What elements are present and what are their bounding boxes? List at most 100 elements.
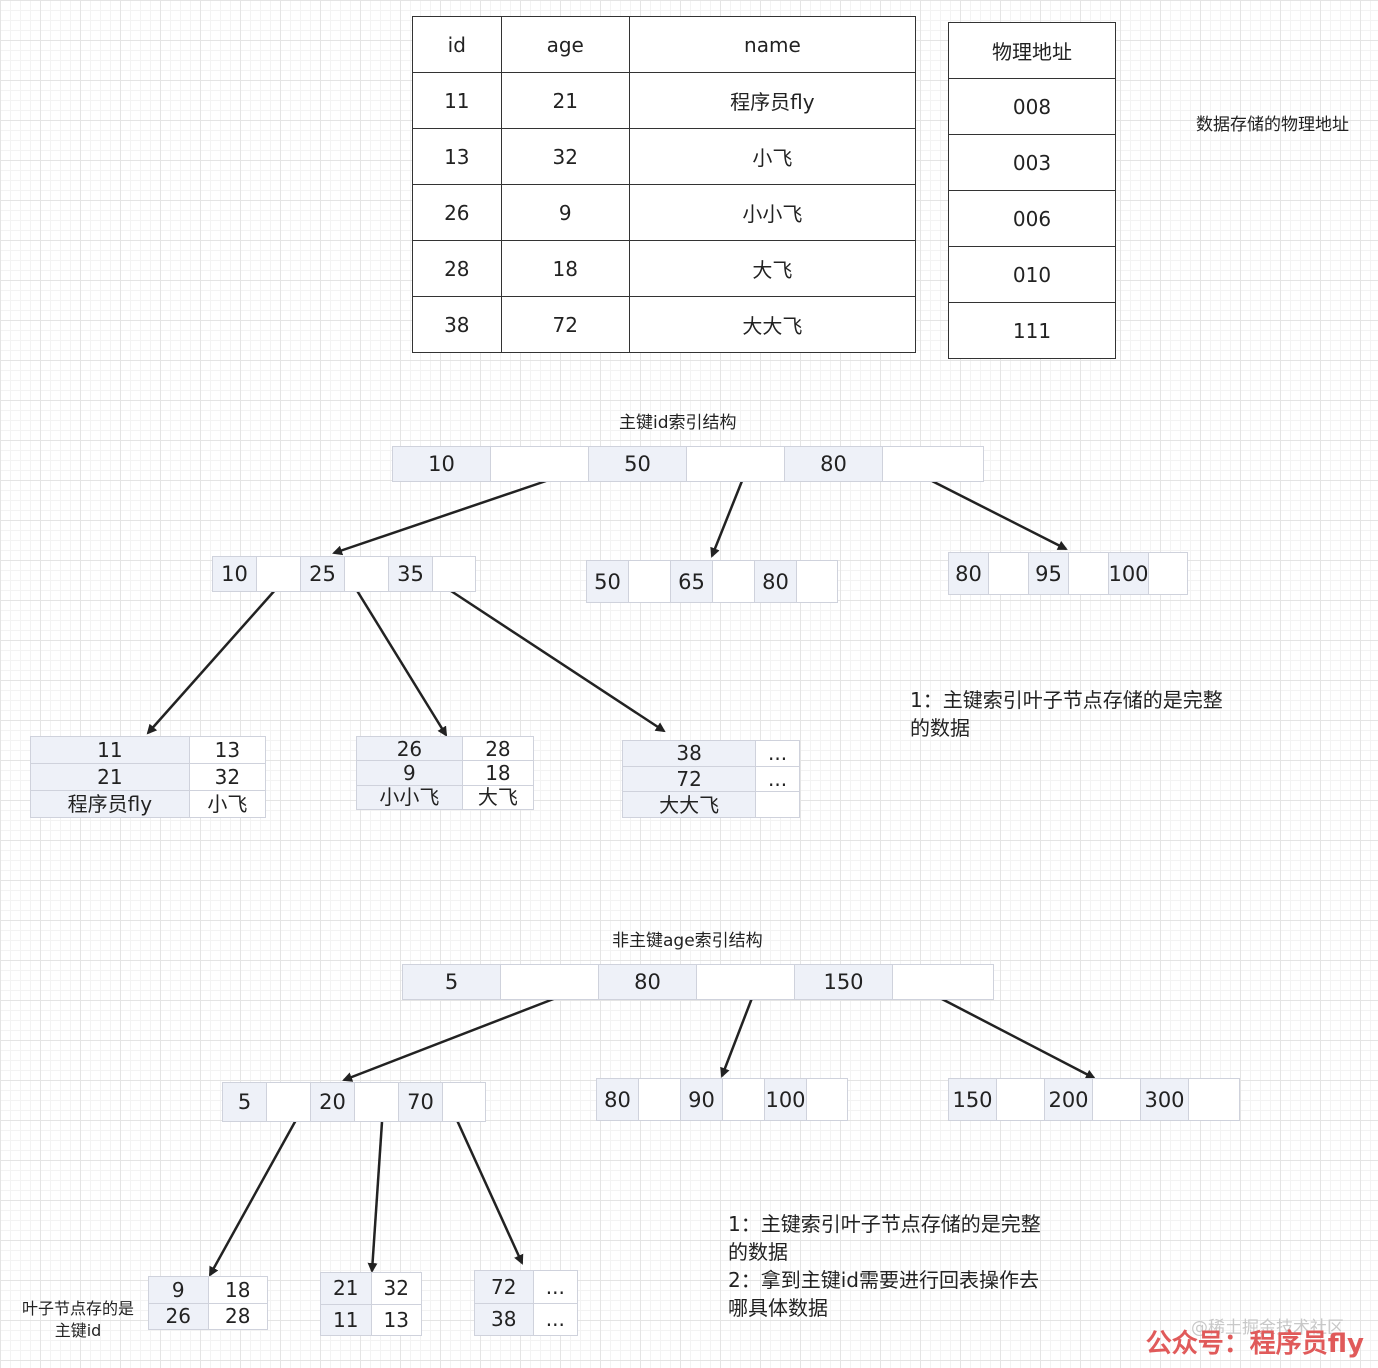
leaf-cell: 28 <box>207 1302 268 1330</box>
leaf-cell: ... <box>755 765 800 793</box>
leaf-cell: 11 <box>320 1303 372 1336</box>
key-cell: 70 <box>399 1083 443 1121</box>
key-cell: 80 <box>949 553 989 594</box>
secondary-root-node: 5 80 150 <box>402 964 994 1000</box>
header-age: age <box>500 16 630 73</box>
leaf-cell: 26 <box>148 1302 209 1330</box>
leaf-cell: 21 <box>30 763 190 791</box>
arrow <box>354 588 448 737</box>
arrow <box>939 996 1096 1080</box>
secondary-leaf-node: 72... 38... <box>474 1270 579 1336</box>
pointer-cell <box>697 965 795 999</box>
cell: 28 <box>412 240 502 297</box>
pointer-cell <box>639 1079 681 1120</box>
cell: 13 <box>412 128 502 185</box>
cell: 18 <box>500 240 630 297</box>
leaf-cell: 小飞 <box>188 790 267 818</box>
key-cell: 80 <box>599 965 697 999</box>
cell: 大飞 <box>628 240 917 297</box>
leaf-cell: 38 <box>621 740 757 767</box>
leaf-cell: 程序员fly <box>30 790 190 818</box>
arrow <box>332 479 547 556</box>
cell: 大大飞 <box>628 296 917 353</box>
cell: 小小飞 <box>628 184 917 241</box>
key-cell: 5 <box>403 965 501 999</box>
pointer-cell <box>797 561 837 602</box>
leaf-cell: ... <box>532 1270 579 1304</box>
leaf-cell: 72 <box>474 1270 534 1304</box>
arrow <box>447 587 666 733</box>
arrow <box>367 1121 384 1273</box>
key-cell: 200 <box>1045 1079 1093 1120</box>
pointer-cell <box>491 447 589 481</box>
key-cell: 50 <box>589 447 687 481</box>
pointer-cell <box>807 1079 847 1120</box>
cell: 21 <box>500 72 630 129</box>
secondary-internal-node: 80 90 100 <box>596 1078 848 1121</box>
key-cell: 50 <box>587 561 629 602</box>
key-cell: 300 <box>1141 1079 1189 1120</box>
pointer-cell <box>1149 553 1187 594</box>
primary-internal-node: 50 65 80 <box>586 560 838 603</box>
arrow <box>208 1119 298 1277</box>
leaf-cell: 大大飞 <box>621 791 757 818</box>
pointer-cell <box>355 1083 399 1121</box>
cell: 9 <box>500 184 630 241</box>
leaf-cell: 28 <box>461 735 535 762</box>
pointer-cell <box>893 965 991 999</box>
leaf-cell: 38 <box>474 1302 534 1336</box>
address-cell: 003 <box>948 134 1116 191</box>
key-cell: 65 <box>671 561 713 602</box>
leaf-cell <box>755 791 800 818</box>
leaf-cell: 11 <box>30 736 190 764</box>
primary-leaf-node: 38... 72... 大大飞 <box>621 740 800 818</box>
leaf-cell: 32 <box>370 1272 422 1305</box>
arrow <box>146 588 277 735</box>
key-cell: 100 <box>1108 553 1149 594</box>
leaf-cell: 大飞 <box>461 784 535 811</box>
secondary-index-note-2: 2：拿到主键id需要进行回表操作去哪具体数据 <box>728 1268 1039 1320</box>
leaf-label: 叶子节点存的是主键id <box>22 1299 135 1340</box>
address-cell: 010 <box>948 246 1116 303</box>
arrow <box>710 480 744 558</box>
pointer-cell <box>257 557 301 591</box>
primary-internal-node: 10 25 35 <box>212 556 476 592</box>
pointer-cell <box>687 447 785 481</box>
table-row: 26 9 小小飞 <box>412 184 917 241</box>
header-id: id <box>412 16 502 73</box>
pointer-cell <box>713 561 755 602</box>
key-cell: 80 <box>785 447 883 481</box>
key-cell: 5 <box>223 1083 267 1121</box>
leaf-cell: 13 <box>370 1303 422 1336</box>
pointer-cell <box>997 1079 1045 1120</box>
primary-index-title: 主键id索引结构 <box>619 413 737 433</box>
pointer-cell <box>1093 1079 1141 1120</box>
secondary-internal-node: 5 20 70 <box>222 1082 486 1122</box>
leaf-cell: ... <box>755 740 800 767</box>
leaf-cell: 9 <box>356 760 463 786</box>
secondary-index-title: 非主键age索引结构 <box>612 931 763 951</box>
key-cell: 10 <box>393 447 491 481</box>
cell: 32 <box>500 128 630 185</box>
leaf-cell: 72 <box>621 765 757 793</box>
cell: 72 <box>500 296 630 353</box>
pointer-cell <box>989 553 1029 594</box>
leaf-cell: ... <box>532 1302 579 1336</box>
data-table: id age name 11 21 程序员fly 13 32 小飞 26 9 小… <box>412 16 917 353</box>
key-cell: 80 <box>755 561 797 602</box>
pointer-cell <box>267 1083 311 1121</box>
leaf-cell: 18 <box>461 760 535 786</box>
secondary-index-note-1: 1：主键索引叶子节点存储的是完整的数据 <box>728 1212 1041 1264</box>
address-label: 数据存储的物理地址 <box>1196 115 1349 135</box>
leaf-cell: 26 <box>356 735 463 762</box>
primary-root-node: 10 50 80 <box>392 446 984 482</box>
watermark: @稀土掘金技术社区 <box>1191 1318 1344 1338</box>
pointer-cell <box>345 557 389 591</box>
primary-internal-node: 80 95 100 <box>948 552 1188 595</box>
key-cell: 10 <box>213 557 257 591</box>
address-table: 物理地址 008 003 006 010 111 <box>948 22 1116 359</box>
